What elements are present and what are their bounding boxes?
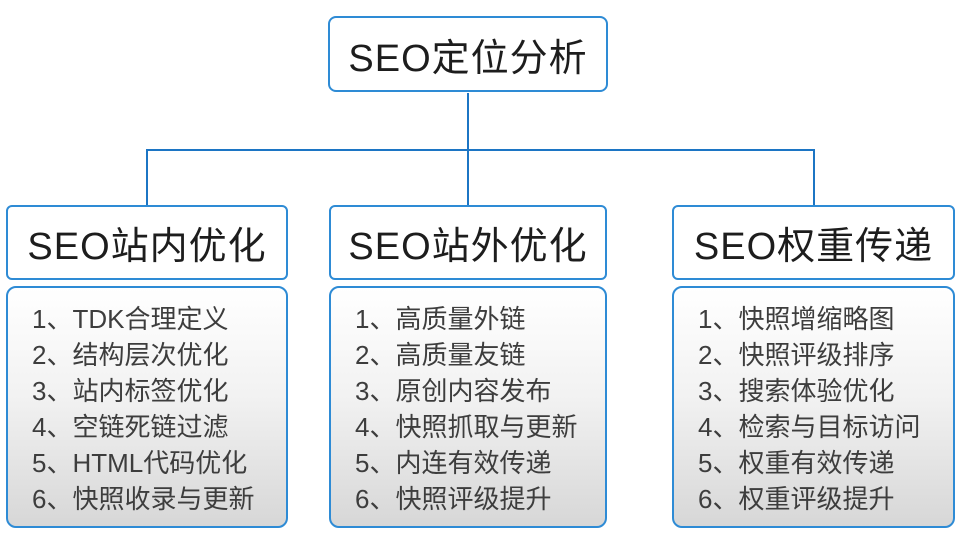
list-item: 6、权重评级提升 bbox=[698, 484, 895, 514]
branch-offsite-list: 1、高质量外链 2、高质量友链 3、原创内容发布 4、快照抓取与更新 5、内连有… bbox=[329, 286, 607, 528]
list-item: 2、高质量友链 bbox=[355, 340, 526, 370]
branch-title-text: SEO站内优化 bbox=[27, 226, 267, 268]
list-item: 1、高质量外链 bbox=[355, 304, 526, 334]
connector-drop-right bbox=[813, 149, 815, 206]
list-item: 3、原创内容发布 bbox=[355, 376, 552, 406]
root-node: SEO定位分析 bbox=[328, 16, 608, 92]
branch-weight-title: SEO权重传递 bbox=[672, 205, 955, 280]
list-item: 4、快照抓取与更新 bbox=[355, 412, 578, 442]
list-item: 6、快照收录与更新 bbox=[32, 484, 255, 514]
branch-title-text: SEO权重传递 bbox=[693, 226, 934, 268]
branch-title-text: SEO站外优化 bbox=[348, 226, 588, 268]
connector-horizontal bbox=[146, 149, 815, 151]
list-item: 1、快照增缩略图 bbox=[698, 304, 895, 334]
connector-drop-left bbox=[146, 149, 148, 206]
list-item: 4、检索与目标访问 bbox=[698, 412, 921, 442]
list-item: 3、站内标签优化 bbox=[32, 376, 229, 406]
root-node-title: SEO定位分析 bbox=[348, 37, 588, 80]
branch-onsite-list: 1、TDK合理定义 2、结构层次优化 3、站内标签优化 4、空链死链过滤 5、H… bbox=[6, 286, 288, 528]
list-item: 4、空链死链过滤 bbox=[32, 412, 229, 442]
connector-root-drop bbox=[467, 93, 469, 151]
list-item: 2、快照评级排序 bbox=[698, 340, 895, 370]
list-item: 5、内连有效传递 bbox=[355, 448, 552, 478]
branch-onsite-title: SEO站内优化 bbox=[6, 205, 288, 280]
branch-weight-list: 1、快照增缩略图 2、快照评级排序 3、搜索体验优化 4、检索与目标访问 5、权… bbox=[672, 286, 955, 528]
list-item: 1、TDK合理定义 bbox=[32, 304, 229, 334]
list-item: 6、快照评级提升 bbox=[355, 484, 552, 514]
list-item: 3、搜索体验优化 bbox=[698, 376, 895, 406]
list-item: 5、权重有效传递 bbox=[698, 448, 895, 478]
list-item: 2、结构层次优化 bbox=[32, 340, 229, 370]
branch-offsite-title: SEO站外优化 bbox=[329, 205, 607, 280]
connector-drop-middle bbox=[467, 149, 469, 206]
list-item: 5、HTML代码优化 bbox=[32, 448, 248, 478]
